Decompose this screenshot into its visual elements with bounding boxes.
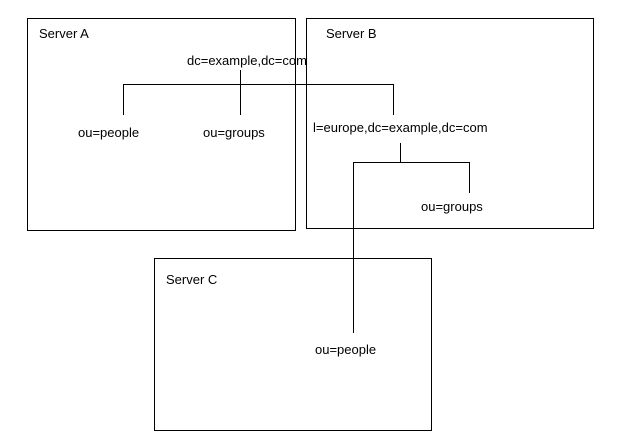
connector-branch-ou-people-c — [353, 162, 354, 333]
node-ou-groups-server-b: ou=groups — [421, 199, 483, 214]
server-b-label: Server B — [326, 26, 377, 41]
server-a-label: Server A — [39, 26, 89, 41]
node-ou-people-server-a: ou=people — [78, 125, 140, 140]
connector-root-stem — [240, 70, 241, 115]
connector-europe-stem — [400, 143, 401, 163]
connector-branch-ou-groups-b — [469, 162, 470, 193]
server-a-box: Server A — [27, 18, 296, 231]
connector-branch-l-europe — [393, 84, 394, 115]
server-c-box: Server C — [154, 258, 432, 431]
node-ou-people-server-c: ou=people — [315, 342, 377, 357]
node-root-dn: dc=example,dc=com — [187, 53, 307, 68]
connector-europe-horizontal — [353, 162, 470, 163]
connector-root-horizontal — [123, 84, 394, 85]
node-l-europe-dn: l=europe,dc=example,dc=com — [313, 120, 488, 135]
server-b-box: Server B — [306, 18, 594, 229]
node-ou-groups-server-a: ou=groups — [203, 125, 265, 140]
connector-branch-ou-people-a — [123, 84, 124, 115]
server-c-label: Server C — [166, 272, 218, 287]
